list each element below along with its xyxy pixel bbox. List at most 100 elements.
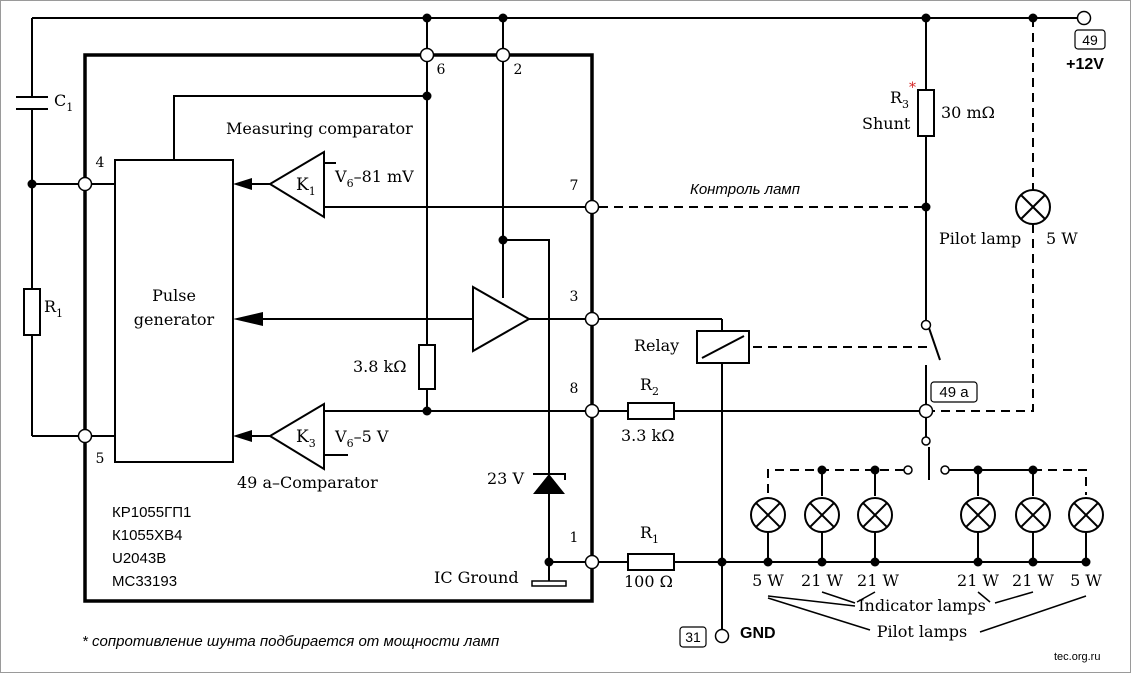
left-lamp-bus xyxy=(767,469,904,495)
k3-arrow-icon xyxy=(233,430,252,442)
r1-right-value: 100 Ω xyxy=(624,572,673,591)
lamp-icon-1 xyxy=(750,497,786,567)
terminal-49a-label: 49 a xyxy=(939,384,969,401)
c1-label: C1 xyxy=(54,91,73,114)
pin3-terminal xyxy=(584,311,600,327)
part-number-2: К1055ХВ4 xyxy=(112,527,182,544)
terminal-49-box xyxy=(1074,29,1106,50)
k3-label: K3 xyxy=(296,427,316,450)
pin7-label: 7 xyxy=(570,178,579,194)
part-number-1: КР1055ГП1 xyxy=(112,504,191,521)
node-lamp3 xyxy=(870,465,880,475)
terminal-49 xyxy=(1076,10,1092,26)
zener-bar xyxy=(533,473,566,480)
r1-right-resistor xyxy=(627,553,675,571)
part-number-3: U2043B xyxy=(112,550,166,567)
node-p2-top xyxy=(498,13,508,23)
pg-driver-arrow-icon xyxy=(233,312,263,326)
wire-zener-top xyxy=(503,239,550,474)
lamp-power-3: 21 W xyxy=(857,571,899,590)
terminal-49-label: 49 xyxy=(1082,32,1098,48)
wire-pg-pin6 xyxy=(173,95,427,160)
leader-ind-4 xyxy=(994,591,1034,604)
pilot-lamp-wire-bottom xyxy=(932,224,1034,412)
leader-pilot-left xyxy=(767,595,856,607)
r3-value: 30 mΩ xyxy=(941,103,995,122)
node-lamp2 xyxy=(817,465,827,475)
lamp-icon-3 xyxy=(857,497,893,567)
r1-left-label: R1 xyxy=(44,297,63,320)
r1-left-resistor xyxy=(23,288,41,336)
watermark: tec.org.ru xyxy=(1054,651,1100,663)
lamp-icon-6 xyxy=(1068,497,1104,567)
ic-ground-label: IC Ground xyxy=(434,568,519,587)
lamp-icon-5 xyxy=(1015,497,1051,567)
pin7-terminal xyxy=(584,199,600,215)
driver-amplifier xyxy=(472,285,532,353)
pin2-terminal xyxy=(495,47,511,63)
r1-right-label: R1 xyxy=(640,523,659,546)
terminal-31-label: 31 xyxy=(685,629,701,645)
part-number-4: MC33193 xyxy=(112,573,177,590)
leader-ind-2 xyxy=(856,591,876,603)
pilot-lamps-label: Pilot lamps xyxy=(877,622,967,641)
leader-pilot-2 xyxy=(979,595,1087,633)
shunt-note: * сопротивление шунта подбирается от мощ… xyxy=(82,633,499,650)
node-shunt-sense xyxy=(921,202,931,212)
k1-arrow-icon xyxy=(233,178,252,190)
terminal-31 xyxy=(714,628,730,644)
pilot-lamp-power: 5 W xyxy=(1046,229,1078,248)
pin2-label: 2 xyxy=(514,62,523,78)
indicator-lamps-label: Indicator lamps xyxy=(858,596,986,615)
relay-coil-slash xyxy=(701,335,745,359)
r3-name: Shunt xyxy=(862,114,911,133)
lamp-power-1: 5 W xyxy=(752,571,784,590)
pin5-label: 5 xyxy=(96,451,105,467)
pilot-lamp-cross-b xyxy=(1020,194,1046,220)
pin1-label: 1 xyxy=(570,530,579,546)
r2-resistor xyxy=(627,402,675,420)
comparator-49a-label: 49 a–Comparator xyxy=(237,473,378,492)
zener-diode-icon xyxy=(533,474,565,494)
node-ground-relay xyxy=(717,557,727,567)
ic-package xyxy=(83,53,594,603)
r3-shunt-resistor xyxy=(917,89,935,137)
node-shunt-top xyxy=(921,13,931,23)
pin8-label: 8 xyxy=(570,381,579,397)
k1-comparator xyxy=(268,150,325,219)
lamp-icon-4 xyxy=(960,497,996,567)
node-c1 xyxy=(27,179,37,189)
pilot-lamp-label: Pilot lamp xyxy=(939,229,1021,248)
switch-contact-top xyxy=(921,436,931,446)
measuring-comparator-label: Measuring comparator xyxy=(226,119,413,138)
terminal-49a-node xyxy=(918,403,934,419)
r2-label: R2 xyxy=(640,375,659,398)
switch-contact-right xyxy=(940,465,950,475)
zener-label: 23 V xyxy=(487,469,524,488)
terminal-31-box xyxy=(679,626,707,648)
res-int-resistor xyxy=(418,344,436,390)
r2-value: 3.3 kΩ xyxy=(621,426,675,445)
plus12-label: +12V xyxy=(1066,56,1104,73)
lamp-power-5: 21 W xyxy=(1012,571,1054,590)
switch-contact-left xyxy=(903,465,913,475)
lamp-icon-2 xyxy=(804,497,840,567)
relay-contact-top xyxy=(920,319,932,331)
pin8-terminal xyxy=(584,403,600,419)
r3-label: R3* xyxy=(890,80,916,111)
gnd-label: GND xyxy=(740,625,776,642)
pin6-terminal xyxy=(419,47,435,63)
pin4-label: 4 xyxy=(96,155,105,171)
pin1-terminal xyxy=(584,554,600,570)
k1-ref-label: V6–81 mV xyxy=(334,167,414,190)
indicator-lamps-group xyxy=(750,497,1104,567)
terminal-49a-box xyxy=(930,381,978,403)
node-p6-top xyxy=(422,13,432,23)
lamp-power-4: 21 W xyxy=(957,571,999,590)
leader-pilot-1 xyxy=(767,597,871,631)
pulse-generator-block xyxy=(114,159,234,463)
right-lamp-bus-dashed xyxy=(1033,469,1087,495)
ic-ground-symbol xyxy=(531,580,567,587)
